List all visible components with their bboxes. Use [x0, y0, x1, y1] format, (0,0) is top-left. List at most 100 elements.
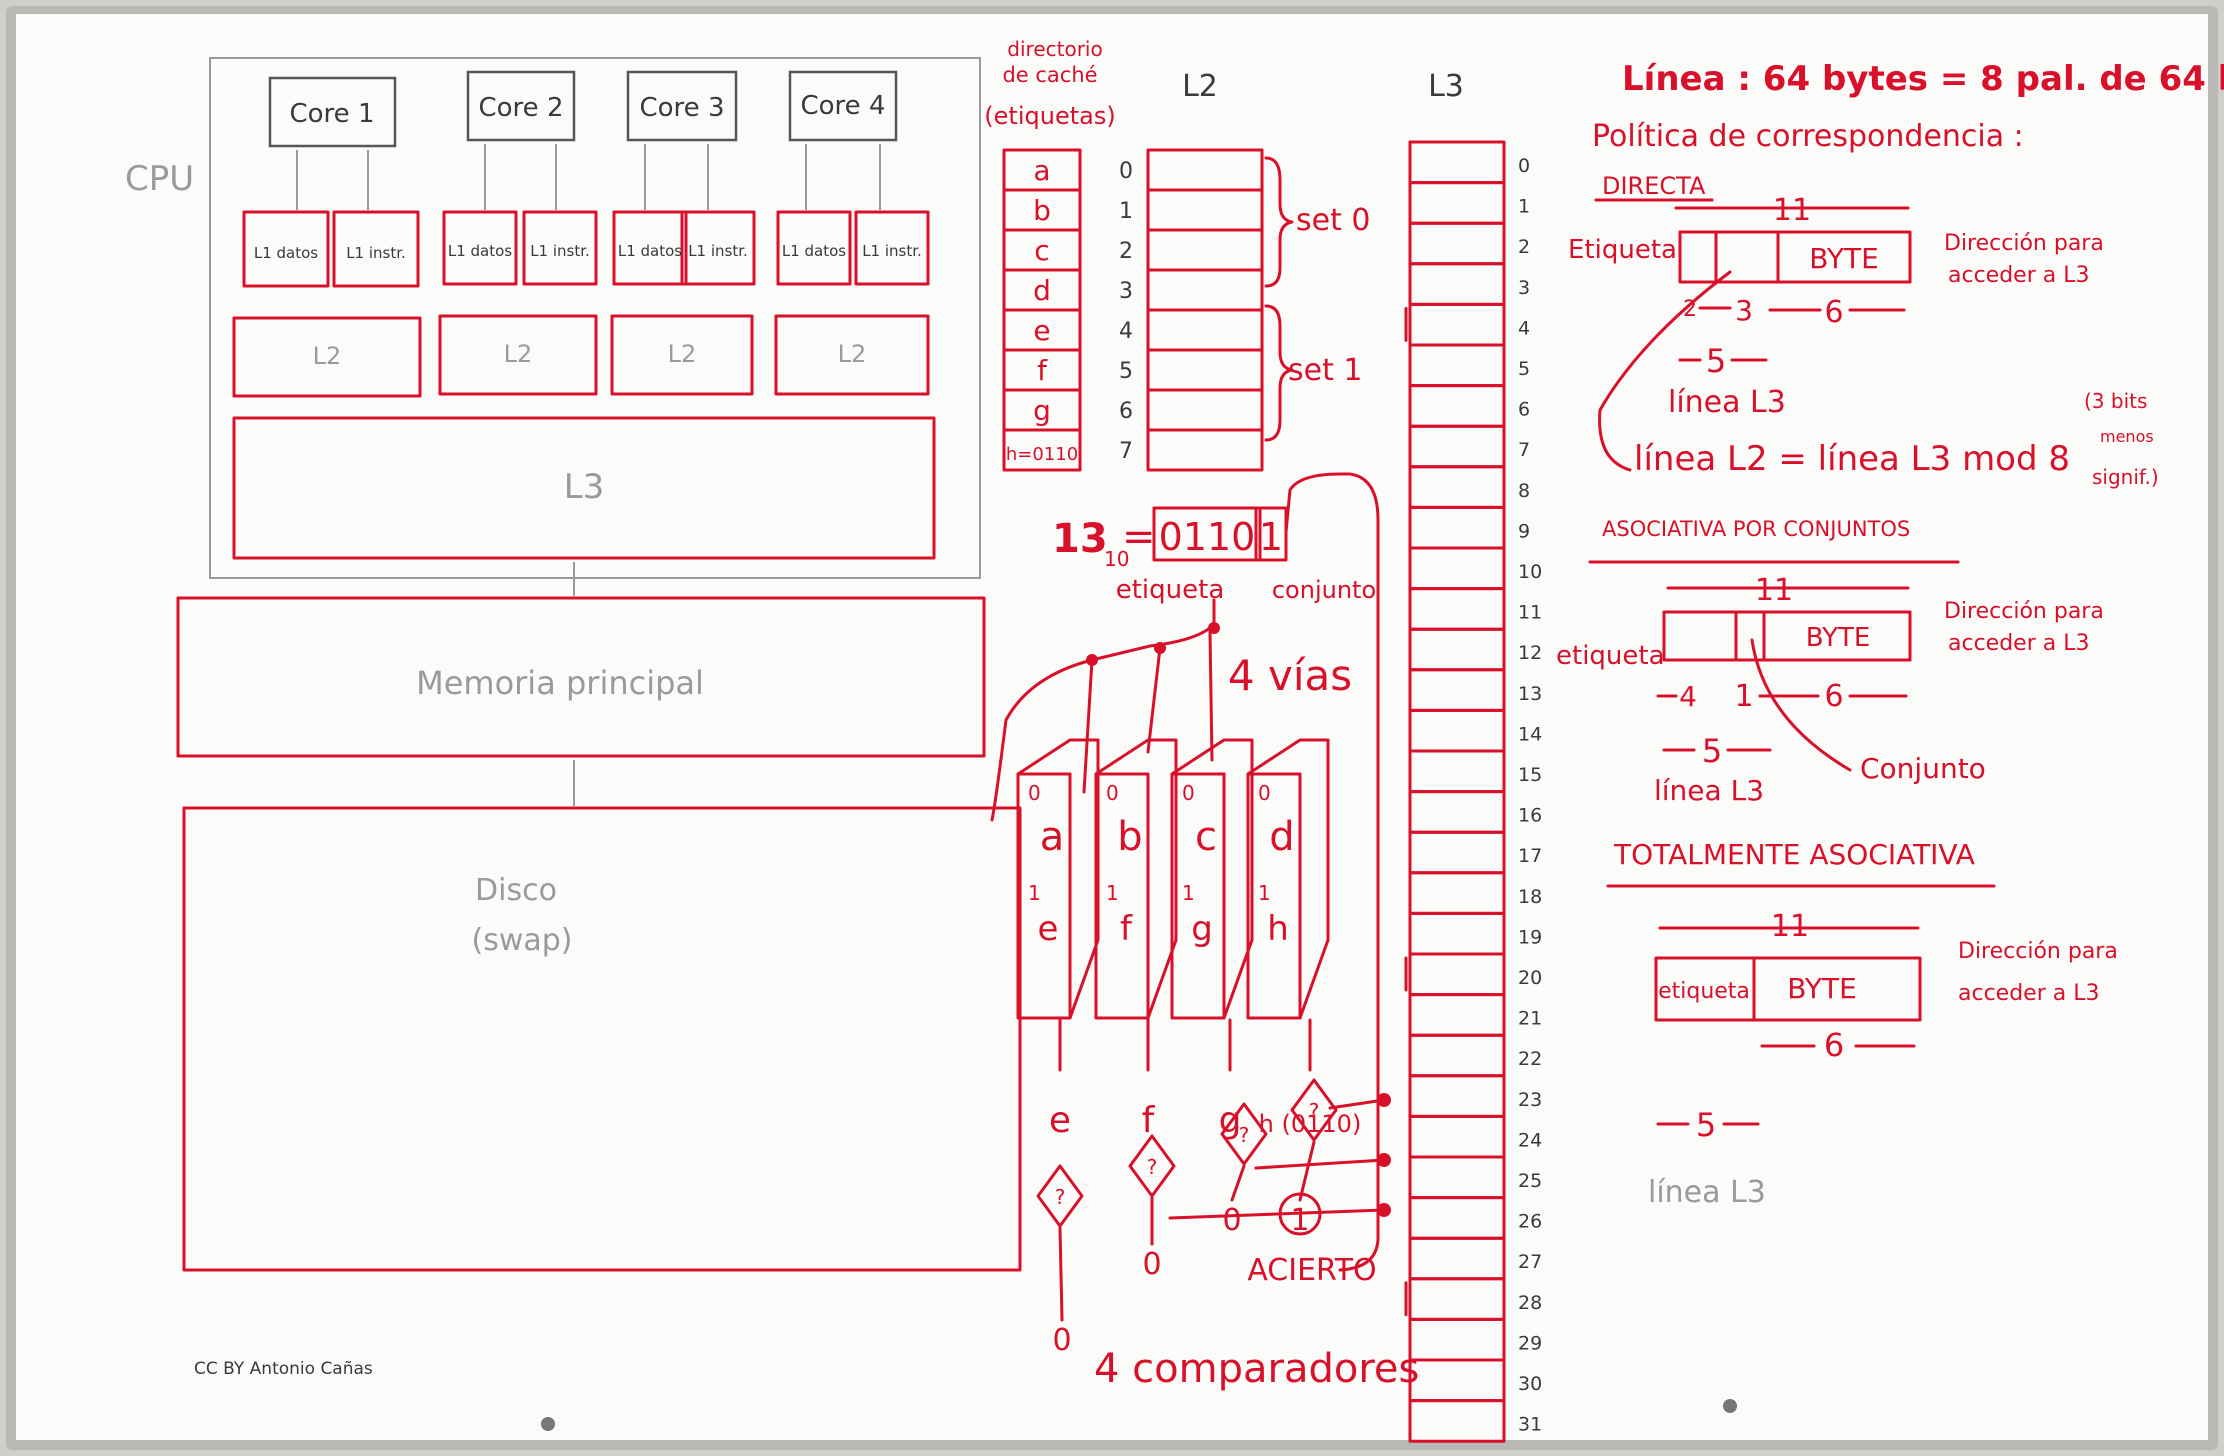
l2-line-number: 5 — [1119, 359, 1133, 384]
svg-text:línea L2 = línea L3 mod 8: línea L2 = línea L3 mod 8 — [1634, 439, 2070, 479]
svg-text:Dirección para: Dirección para — [1958, 939, 2118, 964]
hit-label: ACIERTO — [1247, 1253, 1376, 1288]
ways-label: 4 vías — [1228, 651, 1352, 700]
svg-text:L1 instr.: L1 instr. — [688, 242, 748, 260]
set-bit: 1 — [1259, 515, 1283, 559]
l3-line-number: 12 — [1518, 642, 1542, 664]
l3-line-number: 18 — [1518, 886, 1542, 908]
svg-text:5: 5 — [1706, 342, 1726, 380]
l3-column: L3 0123456789101112131415161718192021222… — [1404, 69, 1542, 1443]
l3-line-number: 28 — [1518, 1292, 1542, 1314]
svg-text:11: 11 — [1773, 193, 1811, 228]
way-tag-top: c — [1195, 814, 1217, 860]
direct-mapping: DIRECTA 11 Etiqueta BYTE 2 3 6 5 línea L… — [1568, 172, 2159, 489]
tag-compare-line — [1328, 1098, 1386, 1110]
l2-line-number: 2 — [1119, 239, 1133, 264]
board-screw — [541, 1417, 555, 1431]
l2-line-number: 4 — [1119, 319, 1133, 344]
svg-text:acceder a L3: acceder a L3 — [1958, 981, 2099, 1006]
tag-value: a — [1033, 154, 1050, 187]
l3-line-number: 8 — [1518, 480, 1530, 502]
way-index: 0 — [1182, 781, 1195, 805]
tag-compare-line — [1168, 1208, 1386, 1220]
tag-value: h=0110 — [1006, 444, 1078, 465]
way-tag-top: d — [1269, 814, 1294, 860]
core-l1-arrows — [296, 144, 881, 210]
board-surface — [16, 14, 2208, 1440]
core-4: Core 4 — [788, 70, 898, 142]
directory-title-2: de caché — [1002, 63, 1097, 87]
svg-text:L1 instr.: L1 instr. — [862, 242, 922, 260]
tag-value: b — [1033, 194, 1051, 227]
l2-line — [1146, 428, 1264, 472]
svg-text:Conjunto: Conjunto — [1860, 752, 1986, 785]
tag-value: g — [1033, 394, 1051, 427]
l3-line-number: 11 — [1518, 602, 1542, 624]
tag-value: c — [1034, 234, 1049, 267]
svg-text:4: 4 — [1679, 680, 1697, 713]
directory-title-3: (etiquetas) — [984, 102, 1115, 130]
svg-text:L2: L2 — [313, 342, 342, 370]
directory-title-1: directorio — [1007, 37, 1102, 61]
svg-text:Dirección para: Dirección para — [1944, 231, 2104, 256]
svg-text:DIRECTA: DIRECTA — [1602, 172, 1706, 200]
comparator — [1290, 1078, 1338, 1142]
way-output: e — [1049, 1100, 1071, 1141]
way-index: 1 — [1182, 881, 1195, 905]
l3-line-number: 3 — [1518, 277, 1530, 299]
l3-line-number: 1 — [1518, 196, 1530, 218]
svg-text:Core 2: Core 2 — [479, 93, 564, 123]
svg-text:Memoria principal: Memoria principal — [416, 664, 704, 702]
l3-line-number: 25 — [1518, 1170, 1542, 1192]
l3-line-number: 29 — [1518, 1332, 1542, 1354]
svg-text:6: 6 — [1824, 679, 1843, 714]
l3-line-number: 13 — [1518, 683, 1542, 705]
way-index: 1 — [1028, 881, 1041, 905]
svg-text:L1 instr.: L1 instr. — [530, 242, 590, 260]
way-index: 1 — [1258, 881, 1271, 905]
way-index: 0 — [1028, 781, 1041, 805]
comparator — [1036, 1164, 1084, 1228]
line-size-note: Línea : 64 bytes = 8 pal. de 64 bits — [1622, 59, 2224, 99]
svg-text:L2: L2 — [668, 340, 697, 368]
core-1: Core 1 — [268, 76, 397, 148]
svg-text:6: 6 — [1824, 1026, 1844, 1064]
hit-circle — [1278, 1192, 1322, 1236]
svg-text:acceder a L3: acceder a L3 — [1948, 631, 2089, 656]
cache-directory: directorio de caché (etiquetas) abcdefgh… — [984, 37, 1370, 472]
way-outputs: e?0f?0g?0h (0110)?1 — [1036, 1018, 1391, 1358]
l2-line-number: 7 — [1119, 439, 1133, 464]
svg-text:línea L3: línea L3 — [1668, 385, 1786, 420]
tag-value: f — [1037, 354, 1048, 387]
l3-line-number: 6 — [1518, 399, 1530, 421]
l3-line-number: 2 — [1518, 236, 1530, 258]
address-equals: = — [1122, 514, 1156, 560]
way-index: 1 — [1106, 881, 1119, 905]
address-lookup: 13 10 = 0110 1 etiqueta conjunto 4 vías … — [990, 472, 1419, 1392]
comparators-label: 4 comparadores — [1094, 1346, 1419, 1392]
comparator-output-arrow — [1298, 1140, 1316, 1202]
way-tag-bottom: e — [1038, 909, 1059, 949]
core-2: Core 2 — [466, 70, 576, 142]
address-decimal: 13 — [1052, 516, 1108, 562]
way-index: 0 — [1106, 781, 1119, 805]
l3-line-number: 26 — [1518, 1211, 1542, 1233]
cpu-label: CPU — [125, 159, 194, 199]
notes: Línea : 64 bytes = 8 pal. de 64 bits Pol… — [1556, 59, 2224, 1210]
comparator-symbol: ? — [1055, 1185, 1066, 1209]
l3-title: L3 — [1428, 69, 1464, 104]
svg-text:Etiqueta: Etiqueta — [1568, 235, 1677, 265]
set-label: conjunto — [1272, 576, 1376, 604]
svg-text:(swap): (swap) — [471, 923, 572, 958]
l1-instr-label: L1 instr. — [346, 244, 406, 262]
l3-line-number: 21 — [1518, 1008, 1542, 1030]
comparator-result: 0 — [1142, 1247, 1161, 1282]
way-tag-bottom: h — [1267, 909, 1289, 949]
svg-text:BYTE: BYTE — [1787, 972, 1857, 1005]
svg-text:Core 4: Core 4 — [801, 91, 886, 121]
svg-text:6: 6 — [1824, 295, 1843, 330]
way-tag-top: b — [1117, 814, 1142, 860]
